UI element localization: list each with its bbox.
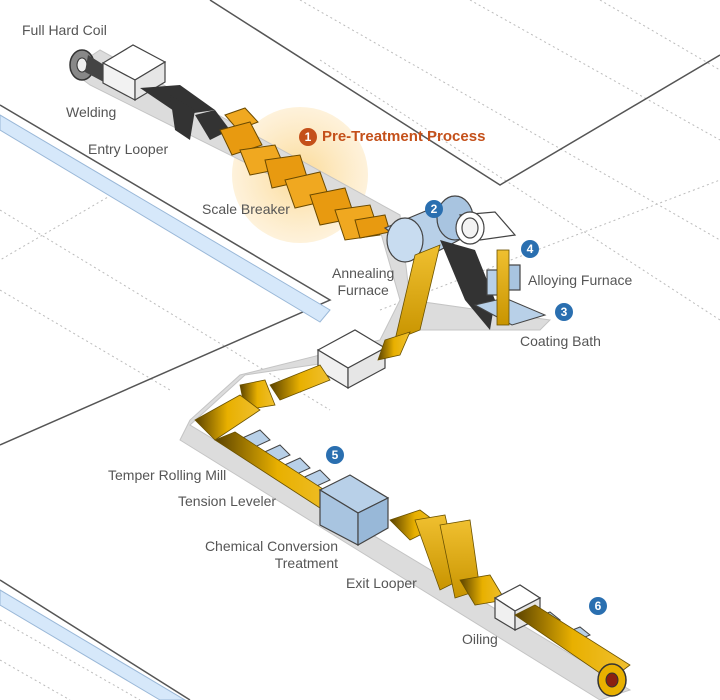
label-pre-treatment: Pre-Treatment Process <box>322 128 486 145</box>
finished-coil <box>597 663 627 697</box>
water-channel <box>0 114 331 700</box>
label-scale-breaker: Scale Breaker <box>202 201 290 217</box>
label-chemical-line1: Chemical Conversion <box>204 538 338 554</box>
label-full-hard-coil: Full Hard Coil <box>22 22 107 38</box>
label-oiling: Oiling <box>462 631 498 647</box>
label-chemical-conversion: Chemical Conversion Treatment <box>204 538 338 572</box>
badge-4: 4 <box>521 240 539 258</box>
strip-vertical <box>496 249 510 326</box>
label-tension-leveler: Tension Leveler <box>178 493 277 509</box>
strip-mid-2 <box>269 364 331 401</box>
label-welding: Welding <box>66 104 117 120</box>
strip-turn <box>194 394 261 441</box>
badge-2: 2 <box>425 200 443 218</box>
badge-1: 1 <box>299 128 317 146</box>
strip-mid-1 <box>377 331 411 361</box>
line-platform <box>69 49 632 700</box>
chemical-unit <box>318 474 390 547</box>
label-exit-looper: Exit Looper <box>346 575 417 591</box>
annealing-exit-tube <box>455 211 517 245</box>
scale-breaker-units <box>219 107 391 241</box>
label-coating-bath: Coating Bath <box>520 333 601 349</box>
strip-entry-looper <box>170 95 195 140</box>
strip-final <box>514 604 631 681</box>
label-annealing-furnace: Annealing Furnace <box>332 265 394 299</box>
label-temper-rolling-mill: Temper Rolling Mill <box>108 467 227 483</box>
welding-machine <box>101 44 167 102</box>
label-annealing-line1: Annealing <box>332 265 395 281</box>
badge-5: 5 <box>326 446 344 464</box>
badge-6: 6 <box>589 597 607 615</box>
badge-3: 3 <box>555 303 573 321</box>
label-chemical-line2: Treatment <box>274 555 338 571</box>
label-entry-looper: Entry Looper <box>88 141 169 157</box>
label-annealing-line2: Furnace <box>337 282 389 298</box>
strip-after-annealing <box>394 244 441 341</box>
label-alloying-furnace: Alloying Furnace <box>528 272 633 288</box>
cooling-unit <box>316 329 387 390</box>
